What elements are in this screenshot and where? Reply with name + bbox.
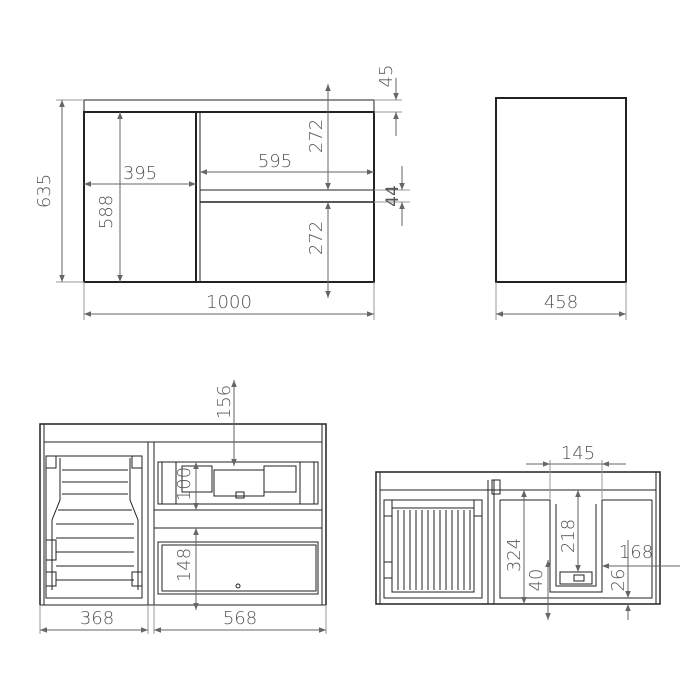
dim-side-width: 168 <box>619 542 653 563</box>
dim-total-width: 1000 <box>206 292 252 313</box>
side-view: 458 <box>495 97 627 320</box>
side-panel <box>495 97 627 283</box>
dim-left-width: 368 <box>80 608 114 629</box>
dim-door-width: 395 <box>123 163 157 184</box>
cabinet-body <box>83 111 375 283</box>
dim-lower-drawer-depth: 148 <box>174 548 195 582</box>
dim-lower-drawer: 272 <box>306 221 327 255</box>
dim-inner-height: 324 <box>504 538 525 572</box>
dim-cutout-width: 145 <box>561 443 595 464</box>
plan-view-right: 145 324 218 40 168 26 <box>375 443 680 620</box>
lower-drawer <box>154 527 322 595</box>
dim-top-thickness: 45 <box>376 65 397 88</box>
countertop <box>83 99 375 113</box>
dim-drawer-width: 595 <box>258 151 292 172</box>
dim-upper-drawer: 272 <box>306 119 327 153</box>
pull-out-basket <box>45 455 143 599</box>
dim-gap: 44 <box>383 185 403 207</box>
dim-right-width: 568 <box>223 608 257 629</box>
pull-out-basket-right <box>383 499 483 599</box>
dim-cutout-depth: 218 <box>558 519 579 553</box>
dim-top-clearance: 156 <box>214 385 235 419</box>
dim-door-height: 588 <box>96 195 117 229</box>
dim-bottom: 26 <box>608 569 629 592</box>
dim-upper-drawer-depth: 100 <box>174 467 195 501</box>
dim-depth: 458 <box>544 292 578 313</box>
dim-inner-offset: 40 <box>526 569 547 592</box>
front-view: 635 588 395 595 45 272 44 272 1000 <box>34 65 410 320</box>
dim-total-height: 635 <box>34 174 55 208</box>
plan-view-left: 156 100 148 368 568 <box>39 380 327 634</box>
